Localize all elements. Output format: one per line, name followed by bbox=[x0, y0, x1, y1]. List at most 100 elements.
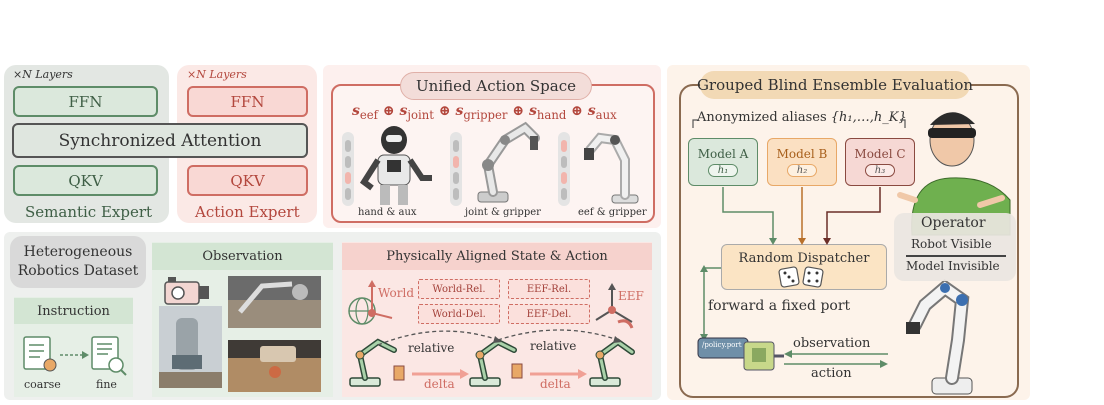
formula-eef: eef bbox=[359, 107, 379, 122]
arrow-model-a bbox=[769, 238, 777, 245]
model-c-name: Model C bbox=[854, 147, 906, 161]
robot-arm-1-icon bbox=[349, 338, 405, 387]
robot-label-hand-aux: hand & aux bbox=[358, 207, 417, 218]
formula-hand: hand bbox=[536, 107, 567, 122]
observation-photo-3 bbox=[228, 340, 321, 392]
arrow-model-b bbox=[798, 238, 806, 245]
visibility-divider bbox=[906, 255, 1006, 257]
action-arrow bbox=[784, 360, 888, 368]
observation-header: Observation bbox=[152, 243, 333, 270]
observation-label: observation bbox=[793, 336, 871, 351]
formula-oplus-3: ⊕ bbox=[512, 103, 525, 119]
aligned-header: Physically Aligned State & Action bbox=[342, 243, 652, 270]
world-del-box: World-Del. bbox=[418, 304, 500, 324]
semantic-layers-label: ×N Layers bbox=[13, 68, 73, 81]
formula-joint: joint bbox=[407, 107, 434, 122]
action-expert-title: Action Expert bbox=[195, 203, 300, 221]
robot-label-eef-gripper: eef & gripper bbox=[578, 207, 647, 218]
slot-bar-1 bbox=[342, 132, 354, 206]
semantic-expert-title: Semantic Expert bbox=[25, 203, 153, 221]
policy-port-label: /policy.port bbox=[702, 341, 742, 349]
formula-oplus-4: ⊕ bbox=[571, 103, 583, 119]
dispatcher-label: Random Dispatcher bbox=[738, 251, 870, 266]
humanoid-robot-icon bbox=[359, 126, 432, 205]
arrow-coarse-to-fine bbox=[60, 351, 89, 359]
fine-label: fine bbox=[96, 378, 117, 391]
aliases-text: Anonymized aliases bbox=[697, 110, 827, 125]
slot-bar-3 bbox=[558, 132, 570, 206]
fine-document-icon bbox=[91, 336, 127, 376]
eef-rel-box: EEF-Rel. bbox=[508, 279, 590, 299]
forward-port-label: forward a fixed port bbox=[708, 298, 851, 314]
operator-robot-arm-icon bbox=[906, 279, 973, 395]
formula-aux: aux bbox=[595, 107, 617, 122]
delta-label-2: delta bbox=[540, 377, 571, 391]
relative-label-2: relative bbox=[530, 339, 577, 353]
operator-card bbox=[894, 213, 1016, 281]
coarse-label: coarse bbox=[24, 378, 61, 391]
action-label: action bbox=[811, 366, 852, 381]
action-qkv-box: QKV bbox=[187, 165, 308, 196]
action-layers-label: ×N Layers bbox=[187, 68, 247, 81]
eef-gripper-icon bbox=[595, 283, 634, 329]
instruction-header: Instruction bbox=[14, 298, 133, 324]
model-a-alias: h₁ bbox=[707, 164, 739, 177]
relative-arc-arrows bbox=[377, 329, 622, 346]
model-a-name: Model A bbox=[697, 147, 749, 161]
model-c-alias: h₃ bbox=[864, 164, 896, 177]
model-invisible-label: Model Invisible bbox=[906, 259, 1000, 273]
formula-s-4: s bbox=[528, 103, 537, 119]
formula-s-5: s bbox=[587, 103, 596, 119]
formula-oplus-2: ⊕ bbox=[438, 103, 451, 119]
eef-del-box: EEF-Del. bbox=[508, 304, 590, 324]
relative-label-1: relative bbox=[408, 341, 455, 355]
model-b-name: Model B bbox=[776, 147, 828, 161]
delta-label-1: delta bbox=[424, 377, 455, 391]
dataset-title: Heterogeneous Robotics Dataset bbox=[10, 236, 146, 288]
world-label: World bbox=[378, 286, 414, 300]
semantic-ffn-box: FFN bbox=[13, 86, 158, 117]
arrow-model-c bbox=[823, 238, 831, 245]
model-b-alias: h₂ bbox=[786, 164, 818, 177]
aliases-set: {h₁,…,h_K} bbox=[830, 110, 907, 125]
policy-port-icon bbox=[697, 337, 784, 371]
dataset-title-line1: Heterogeneous bbox=[23, 244, 133, 260]
industrial-arm-icon bbox=[477, 121, 540, 203]
robot-arm-2-icon bbox=[469, 338, 523, 387]
model-b-box: Model B h₂ bbox=[767, 138, 837, 186]
unified-formula: seef ⊕ sjoint ⊕ sgripper ⊕ shand ⊕ saux bbox=[352, 103, 617, 122]
formula-oplus-1: ⊕ bbox=[382, 103, 395, 119]
arrow-port-up bbox=[700, 265, 708, 272]
franka-arm-icon bbox=[584, 132, 639, 204]
robot-label-joint-gripper: joint & gripper bbox=[465, 207, 541, 218]
slot-bar-2 bbox=[450, 132, 462, 206]
synchronized-attention-box: Synchronized Attention bbox=[12, 123, 308, 158]
dataset-title-line2: Robotics Dataset bbox=[17, 263, 139, 279]
observation-arrow bbox=[784, 350, 888, 358]
camera-icon bbox=[164, 277, 209, 305]
model-c-box: Model C h₃ bbox=[845, 138, 915, 186]
evaluation-title: Grouped Blind Ensemble Evaluation bbox=[697, 71, 973, 99]
formula-s-3: s bbox=[455, 103, 464, 119]
action-ffn-box: FFN bbox=[187, 86, 308, 117]
operator-label: Operator bbox=[921, 215, 986, 231]
aliases-label: Anonymized aliases {h₁,…,h_K} bbox=[697, 110, 907, 125]
formula-s-1: s bbox=[352, 103, 360, 119]
observation-photo-1 bbox=[228, 276, 321, 328]
eef-label: EEF bbox=[618, 289, 644, 303]
semantic-qkv-box: QKV bbox=[13, 165, 158, 196]
model-a-box: Model A h₁ bbox=[688, 138, 758, 186]
unified-action-space-title: Unified Action Space bbox=[400, 72, 592, 100]
coarse-document-icon bbox=[23, 336, 57, 372]
observation-photo-2 bbox=[159, 306, 222, 388]
dice-icon bbox=[778, 266, 824, 288]
robot-arm-3-icon bbox=[589, 338, 635, 387]
formula-gripper: gripper bbox=[463, 107, 508, 122]
delta-arrows bbox=[412, 369, 587, 379]
